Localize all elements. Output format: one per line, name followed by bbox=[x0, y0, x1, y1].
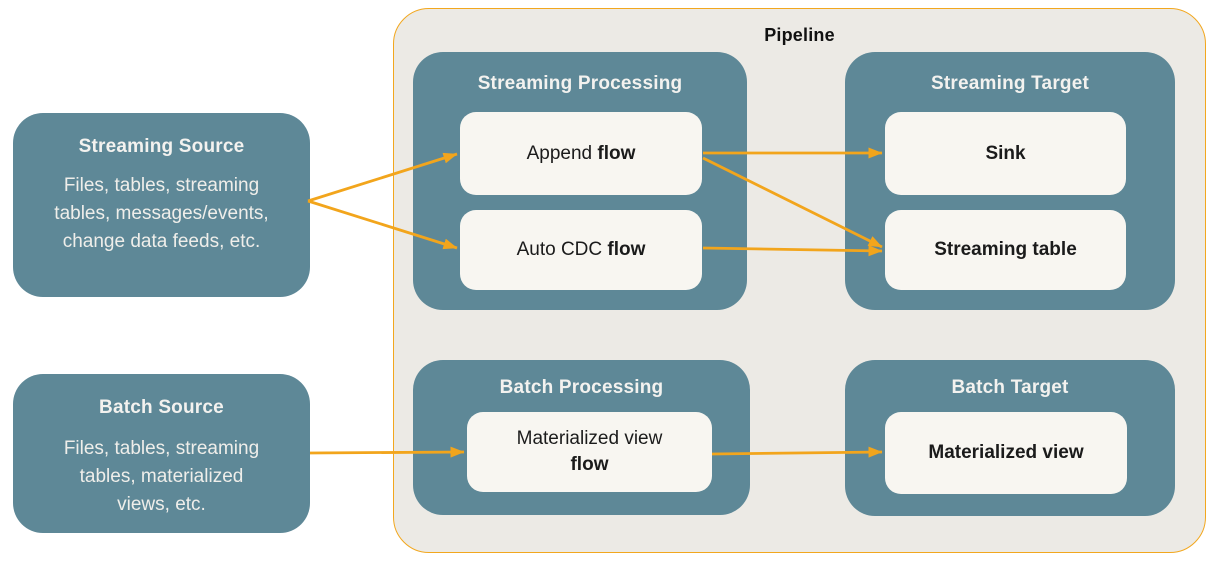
append-flow-node: Append flow bbox=[460, 112, 702, 195]
pipeline-label: Pipeline bbox=[764, 25, 835, 45]
batch-source-line-2: tables, materialized bbox=[79, 466, 244, 487]
streaming-table-node: Streaming table bbox=[885, 210, 1126, 290]
streaming-source-box: Streaming Source Files, tables, streamin… bbox=[13, 113, 310, 297]
streaming-source-title: Streaming Source bbox=[78, 136, 245, 157]
batch-target-title: Batch Target bbox=[951, 377, 1069, 398]
batch-source-line-1: Files, tables, streaming bbox=[63, 438, 260, 459]
sink-label: Sink bbox=[985, 142, 1026, 164]
materialized-view-node: Materialized view bbox=[885, 412, 1127, 494]
streaming-source-line-1: Files, tables, streaming bbox=[63, 175, 260, 196]
auto-cdc-flow-label: Auto CDC flow bbox=[516, 239, 646, 260]
streaming-source-line-2: tables, messages/events, bbox=[54, 203, 269, 224]
auto-cdc-flow-node: Auto CDC flow bbox=[460, 210, 702, 290]
materialized-view-label: Materialized view bbox=[928, 442, 1084, 463]
streaming-source-description: Files, tables, streaming tables, message… bbox=[13, 172, 310, 256]
batch-source-title: Batch Source bbox=[99, 397, 224, 418]
streaming-target-title: Streaming Target bbox=[930, 73, 1090, 94]
append-flow-label: Append flow bbox=[526, 142, 636, 164]
batch-source-line-3: views, etc. bbox=[117, 494, 206, 515]
batch-source-description: Files, tables, streaming tables, materia… bbox=[13, 435, 310, 519]
streaming-source-line-3: change data feeds, etc. bbox=[62, 231, 261, 252]
streaming-processing-title: Streaming Processing bbox=[477, 73, 683, 94]
batch-processing-title: Batch Processing bbox=[499, 377, 664, 398]
streaming-table-label: Streaming table bbox=[934, 239, 1077, 260]
sink-node: Sink bbox=[885, 112, 1126, 195]
batch-source-box: Batch Source Files, tables, streaming ta… bbox=[13, 374, 310, 533]
